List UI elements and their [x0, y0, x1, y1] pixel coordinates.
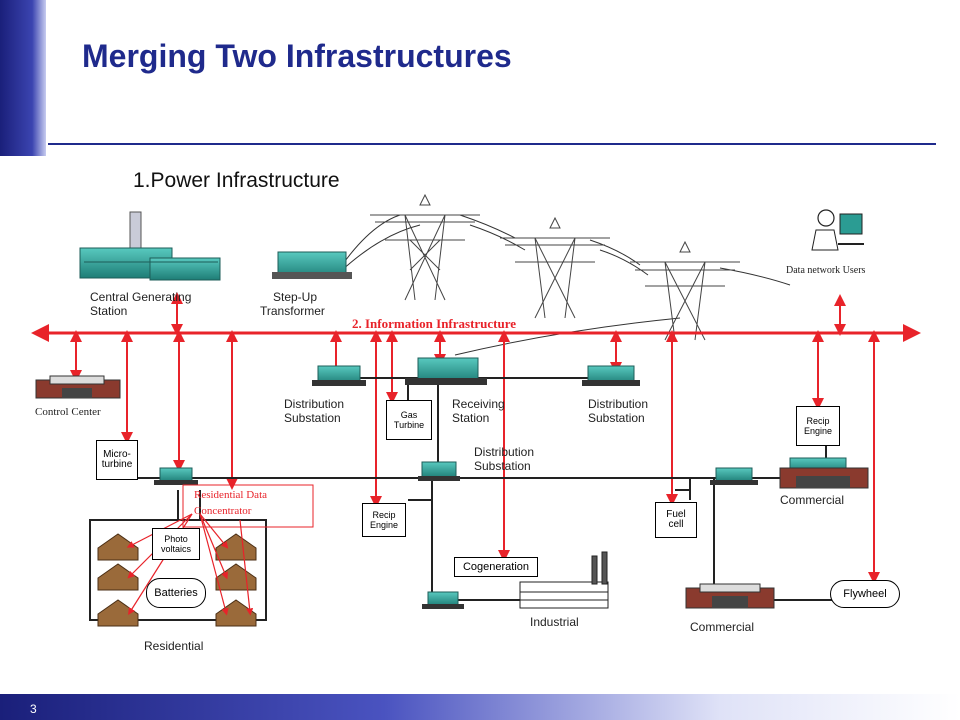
control-center-icon	[35, 375, 121, 399]
data-network-user-icon	[811, 209, 864, 251]
industrial-label: Industrial	[530, 615, 579, 629]
section-subtitle: 1.Power Infrastructure	[133, 169, 340, 192]
central-generating-station-icon	[79, 211, 221, 281]
photovoltaics-box: Photo voltaics	[152, 528, 200, 560]
house-icons	[97, 533, 257, 627]
batteries-box: Batteries	[146, 578, 206, 608]
central-generating-station-label: Station	[90, 304, 128, 318]
flywheel-box: Flywheel	[830, 580, 900, 608]
pylon-3-icon	[630, 240, 740, 341]
receiving-station-label: Receiving	[452, 397, 505, 411]
receiving-station-sub: Station	[452, 411, 490, 425]
fuel-cell-box: Fuel cell	[655, 502, 697, 538]
page-number: 3	[30, 702, 37, 716]
distribution-substation-right-label: Distribution	[588, 397, 649, 411]
residential-label: Residential	[144, 639, 204, 653]
central-generating-label: Central Generating	[90, 290, 192, 304]
control-center-label: Control Center	[35, 406, 101, 418]
footer-bar	[0, 694, 960, 720]
substation-bases	[154, 378, 758, 609]
pylon-1-icon	[370, 193, 480, 301]
gas-turbine-box: Gas Turbine	[386, 400, 432, 440]
pylon-2-icon	[500, 216, 610, 319]
distribution-substation-left-label: Distribution	[284, 397, 345, 411]
commercial-top-label: Commercial	[780, 493, 845, 507]
commercial-building-top-icon	[779, 467, 869, 489]
data-network-users-label: Data network Users	[786, 265, 866, 276]
recip-engine-box-1: Recip Engine	[362, 503, 406, 537]
recip-engine-box-2: Recip Engine	[796, 406, 840, 446]
distribution-substation-center-label: Distribution	[474, 445, 535, 459]
commercial-bottom-label: Commercial	[690, 620, 755, 634]
residential-data-label: Residential Data	[194, 489, 268, 501]
distribution-substation-left-sub: Substation	[284, 411, 341, 425]
concentrator-label: Concentrator	[194, 505, 252, 517]
cogeneration-box: Cogeneration	[454, 557, 538, 577]
title-rule	[48, 143, 936, 145]
page-title: Merging Two Infrastructures	[82, 38, 512, 74]
step-up-label: Step-Up	[273, 290, 318, 304]
distribution-substation-center-sub: Substation	[474, 459, 531, 473]
commercial-building-bottom-icon	[685, 583, 775, 609]
information-infrastructure-label: 2. Information Infrastructure	[352, 316, 517, 331]
residential-data-concentrator-box	[182, 484, 314, 528]
distribution-substation-right-sub: Substation	[588, 411, 645, 425]
information-links	[70, 292, 880, 584]
transformer-label: Transformer	[260, 304, 325, 318]
step-up-transformer-icon	[272, 251, 352, 279]
micro-turbine-box: Micro- turbine	[96, 440, 138, 480]
industrial-building-icon	[519, 551, 609, 609]
left-accent-bar	[0, 0, 46, 156]
